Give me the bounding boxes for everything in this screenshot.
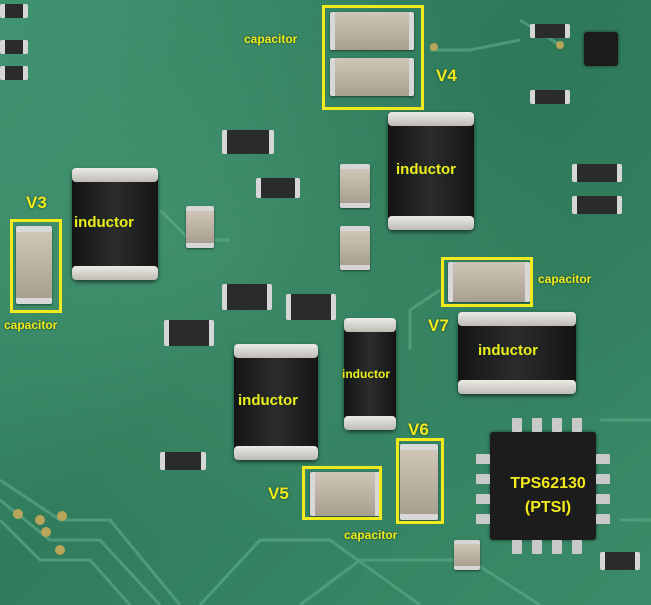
pad-pair <box>530 90 570 104</box>
label-capacitor-v4: capacitor <box>244 32 298 46</box>
pad-pair <box>0 4 28 18</box>
label-v4: V4 <box>436 66 457 85</box>
smd-resistor <box>222 284 272 310</box>
highlight-box-v7 <box>441 257 533 307</box>
capacitor-v3 <box>16 226 52 304</box>
label-ic-part: TPS62130 <box>510 475 586 492</box>
smd-resistor <box>164 320 214 346</box>
highlight-box-v4 <box>322 5 424 110</box>
label-inductor-v5: inductor <box>238 392 298 409</box>
label-inductor-v7: inductor <box>478 342 538 359</box>
capacitor-v7 <box>448 262 530 302</box>
inductor-small <box>344 318 396 430</box>
label-v5: V5 <box>268 484 289 503</box>
label-inductor-top: inductor <box>396 161 456 178</box>
smd-resistor <box>600 552 640 570</box>
capacitor-v4-top <box>330 12 414 50</box>
ic-chip <box>490 432 596 540</box>
inductor-left <box>72 168 158 280</box>
smd-resistor <box>256 178 300 198</box>
pad-pair <box>160 452 206 470</box>
inductor-v5 <box>234 344 318 460</box>
label-capacitor-v3: capacitor <box>4 318 58 332</box>
smd-resistor <box>222 130 274 154</box>
sot-transistor <box>584 32 618 66</box>
label-capacitor-v5: capacitor <box>344 528 398 542</box>
label-inductor-small: inductor <box>342 367 390 381</box>
capacitor-v4-bottom <box>330 58 414 96</box>
highlight-box-v5 <box>302 466 382 520</box>
smd-capacitor <box>340 226 370 270</box>
label-ic-package: (PTSI) <box>524 499 572 516</box>
label-v6: V6 <box>408 420 429 439</box>
highlight-box-v3 <box>10 219 62 313</box>
smd-capacitor <box>186 206 214 248</box>
inductor-top <box>388 112 474 230</box>
highlight-box-v6 <box>396 438 444 524</box>
inductor-v7 <box>458 312 576 394</box>
capacitor-v5 <box>310 472 380 516</box>
smd-resistor <box>572 164 622 182</box>
smd-capacitor <box>340 164 370 208</box>
label-capacitor-v7: capacitor <box>538 272 592 286</box>
capacitor-v6 <box>400 444 438 520</box>
pad-pair <box>530 24 570 38</box>
smd-capacitor <box>454 540 480 570</box>
pad-pair <box>0 66 28 80</box>
smd-resistor <box>572 196 622 214</box>
smd-resistor <box>286 294 336 320</box>
label-v7: V7 <box>428 316 449 335</box>
pad-pair <box>0 40 28 54</box>
label-inductor-left: inductor <box>74 214 134 231</box>
label-v3: V3 <box>26 193 47 212</box>
